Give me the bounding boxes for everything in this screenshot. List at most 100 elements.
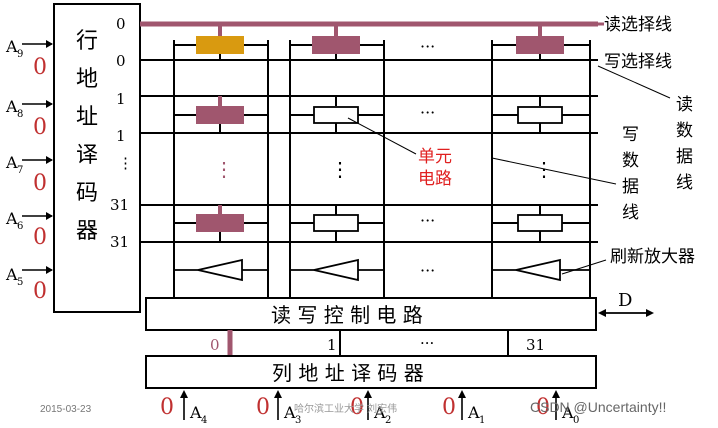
- cell-col1-row31: [290, 205, 384, 242]
- col-decoder-box: [145, 355, 597, 389]
- address-name: A: [5, 37, 18, 56]
- refresh-amp-label: 刷新放大器: [610, 247, 695, 267]
- footer-author: 哈尔滨工业大学 刘宏伟: [294, 402, 397, 415]
- address-value: 0: [33, 55, 47, 80]
- cell-circuit-label: 电路: [418, 169, 452, 189]
- row-input-a6: A 6 0: [5, 209, 53, 250]
- refreshed-cell: [516, 36, 564, 54]
- cell-col1-row0: [290, 24, 384, 60]
- row-decoder-char: 地: [76, 67, 98, 92]
- cell-col0-row0: [174, 24, 268, 60]
- address-subscript: 4: [201, 415, 207, 426]
- address-subscript: 2: [385, 415, 391, 426]
- col-input-a2: 0 A 2: [350, 390, 391, 426]
- cell-col31-row0: [492, 24, 590, 60]
- address-name: A: [189, 403, 202, 422]
- address-value: 0: [256, 395, 270, 420]
- watermark: CSDN @Uncertainty!!: [530, 399, 666, 415]
- row-input-a5: A 5 0: [5, 265, 53, 304]
- cell-dots: ⋮: [330, 157, 350, 181]
- read-data-line-char: 读: [676, 95, 693, 115]
- address-name: A: [5, 97, 18, 116]
- col-decoder-label: 列 地 址 译 码 器: [272, 361, 424, 385]
- row-dots: ···: [420, 37, 435, 56]
- col-output-dots: ···: [420, 334, 434, 352]
- address-subscript: 0: [573, 415, 579, 426]
- memory-cells: ⋮ ⋮: [174, 24, 590, 280]
- read-data-line-char: 据: [676, 147, 693, 167]
- row-output-dots: ⋮: [118, 154, 133, 172]
- row-output-label: 31: [110, 196, 129, 214]
- row-input-a9: A 9 0: [5, 37, 53, 80]
- row-output-label: 0: [116, 52, 126, 70]
- row-output-label: 1: [116, 127, 126, 145]
- selected-cell: [196, 36, 244, 54]
- cell-circuit: [313, 106, 359, 124]
- address-subscript: 3: [295, 415, 301, 426]
- row-dots: ···: [420, 261, 435, 280]
- row-address-inputs: A 9 0 A 8 0 A 7 0 A 6 0 A: [5, 37, 53, 304]
- cell-circuit-label: 单元: [418, 147, 452, 167]
- address-subscript: 6: [17, 221, 23, 232]
- col-input-a4: 0 A 4: [160, 390, 207, 426]
- cell-col31-row31: [492, 205, 590, 242]
- rw-control-box: [145, 297, 597, 331]
- cell-col31-row1: [492, 96, 590, 133]
- data-pin-label: D: [618, 290, 632, 311]
- read-select-label: 读选择线: [604, 15, 672, 35]
- address-name: A: [561, 403, 574, 422]
- address-subscript: 9: [17, 49, 23, 60]
- address-name: A: [283, 403, 296, 422]
- row-decoder-box: [53, 3, 141, 313]
- write-select-label: 写选择线: [604, 52, 672, 72]
- write-data-line-char: 线: [622, 203, 639, 223]
- address-value: 0: [442, 395, 456, 420]
- address-value: 0: [350, 395, 364, 420]
- row-input-a8: A 8 0: [5, 97, 53, 140]
- cell-dots: ⋮: [214, 157, 234, 181]
- address-name: A: [5, 153, 18, 172]
- address-name: A: [5, 209, 18, 228]
- column-lines: [173, 40, 591, 298]
- address-name: A: [5, 265, 18, 284]
- address-value: 0: [33, 171, 47, 196]
- row-output-label: 1: [116, 90, 126, 108]
- address-name: A: [467, 403, 480, 422]
- refreshed-cell: [312, 36, 360, 54]
- row-dots: ···: [420, 211, 435, 230]
- address-subscript: 5: [17, 277, 23, 288]
- address-value: 0: [536, 395, 550, 420]
- refreshed-cell: [196, 106, 244, 124]
- row-decoder-char: 址: [76, 105, 98, 130]
- row-input-a7: A 7 0: [5, 153, 53, 196]
- cell-col0-row31: [174, 205, 268, 242]
- cell-col0-row1: [174, 96, 268, 133]
- write-data-line-char: 据: [622, 177, 639, 197]
- column-outputs: 0 1 ··· 31: [210, 330, 545, 356]
- row-decoder-char: 器: [76, 219, 98, 244]
- col-output-label: 31: [526, 336, 545, 354]
- address-name: A: [373, 403, 386, 422]
- row-decoder-char: 码: [76, 181, 98, 206]
- read-data-line-char: 线: [676, 173, 693, 193]
- col-input-a1: 0 A 1: [442, 390, 485, 426]
- col-output-label: 0: [210, 336, 220, 354]
- row-dots: ···: [420, 103, 435, 122]
- footer-date: 2015-03-23: [40, 404, 92, 415]
- cell-circuit: [517, 214, 563, 232]
- footer: 2015-03-23 哈尔滨工业大学 刘宏伟 CSDN @Uncertainty…: [40, 399, 666, 415]
- col-address-inputs: 0 A 4 0 A 3 0 A 2 0 A 1 0: [160, 390, 579, 426]
- col-input-a0: 0 A 0: [536, 390, 579, 426]
- col-input-a3: 0 A 3: [256, 390, 301, 426]
- refreshed-cell: [196, 214, 244, 232]
- cell-circuit: [517, 106, 563, 124]
- address-value: 0: [33, 225, 47, 250]
- address-value: 0: [33, 115, 47, 140]
- cell-col1-row1: [290, 96, 384, 133]
- row-decoder-char: 译: [76, 143, 98, 168]
- row-decoder: 行 地 址 译 码 器 0 0 1 1 ⋮ 31 31: [53, 3, 141, 313]
- row-output-label: 0: [116, 15, 126, 33]
- address-value: 0: [33, 279, 47, 304]
